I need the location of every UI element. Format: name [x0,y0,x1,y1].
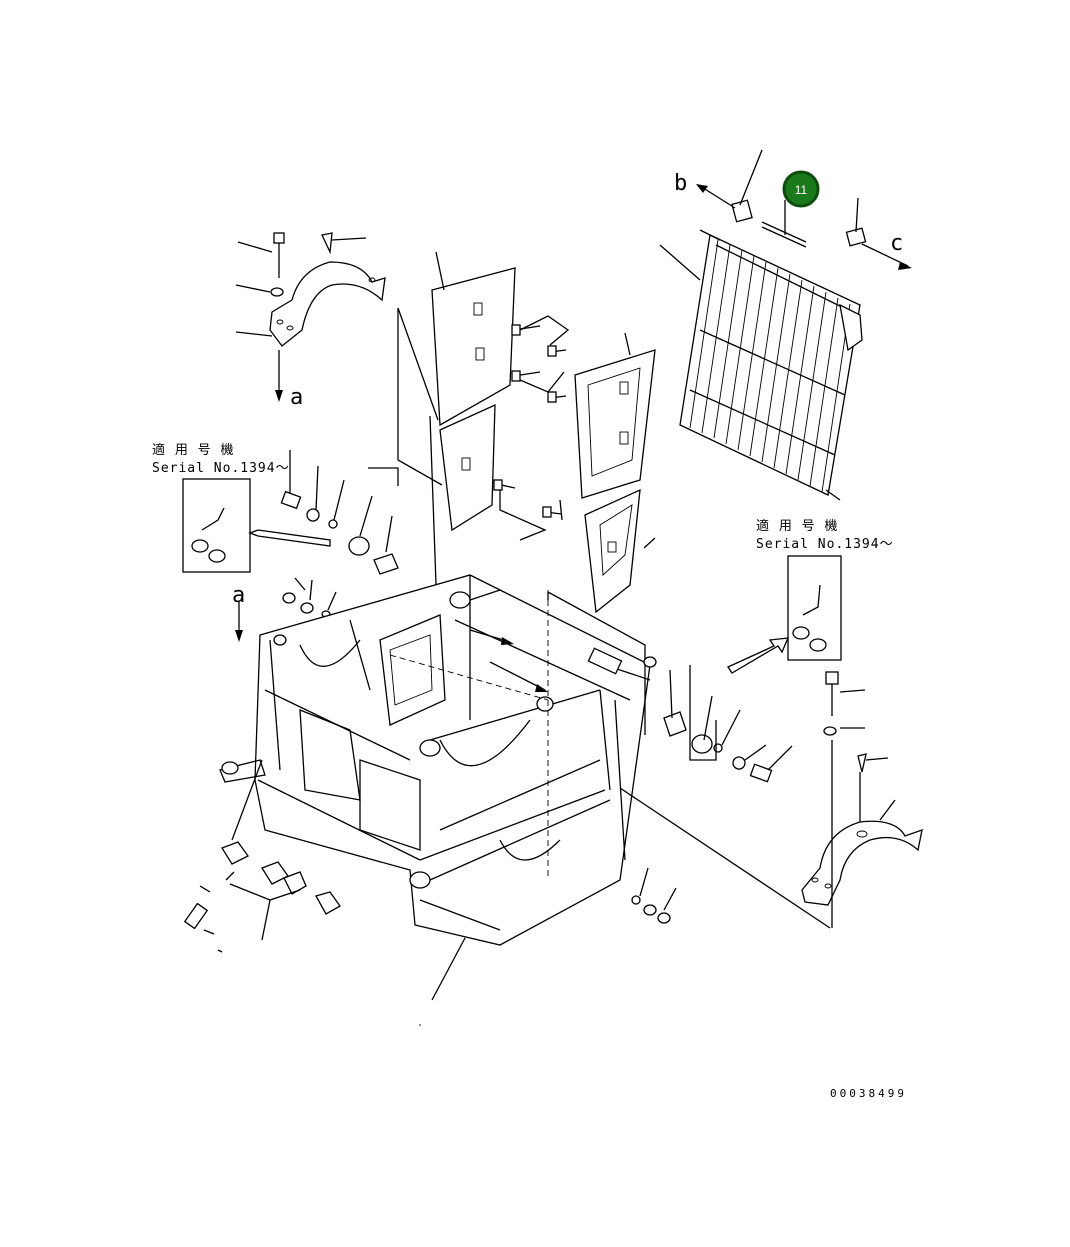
lower-left-clips [183,759,341,953]
main-frame [219,574,651,946]
frame-pivot-top [547,591,657,735]
applicability-note-right: 適 用 号 機 Serial No.1394～ [727,518,894,674]
view-label-a-left: a [290,385,303,410]
note-right-line1: 適 用 号 機 [756,518,838,534]
callout-11[interactable]: 11 [782,170,820,208]
view-label-a-frame: a [232,583,245,608]
lower-right-bracket [801,671,923,928]
left-hardware [235,450,399,642]
note-left-line2: Serial No.1394～ [152,461,290,476]
view-label-c-top: c [890,231,903,256]
frame-leader [431,937,466,1001]
callout-11-label: 11 [795,183,808,197]
applicability-note-left: 適 用 号 機 Serial No.1394～ [152,442,331,573]
drawing-number: 00038499 [830,1087,907,1100]
cover-panels [397,251,656,641]
note-left-line1: 適 用 号 機 [152,442,234,458]
view-label-b-top: b [674,171,687,196]
note-right-line2: Serial No.1394～ [756,537,894,552]
upper-left-bracket [235,232,386,402]
radiator-grille [659,149,912,501]
right-hardware [619,665,831,929]
